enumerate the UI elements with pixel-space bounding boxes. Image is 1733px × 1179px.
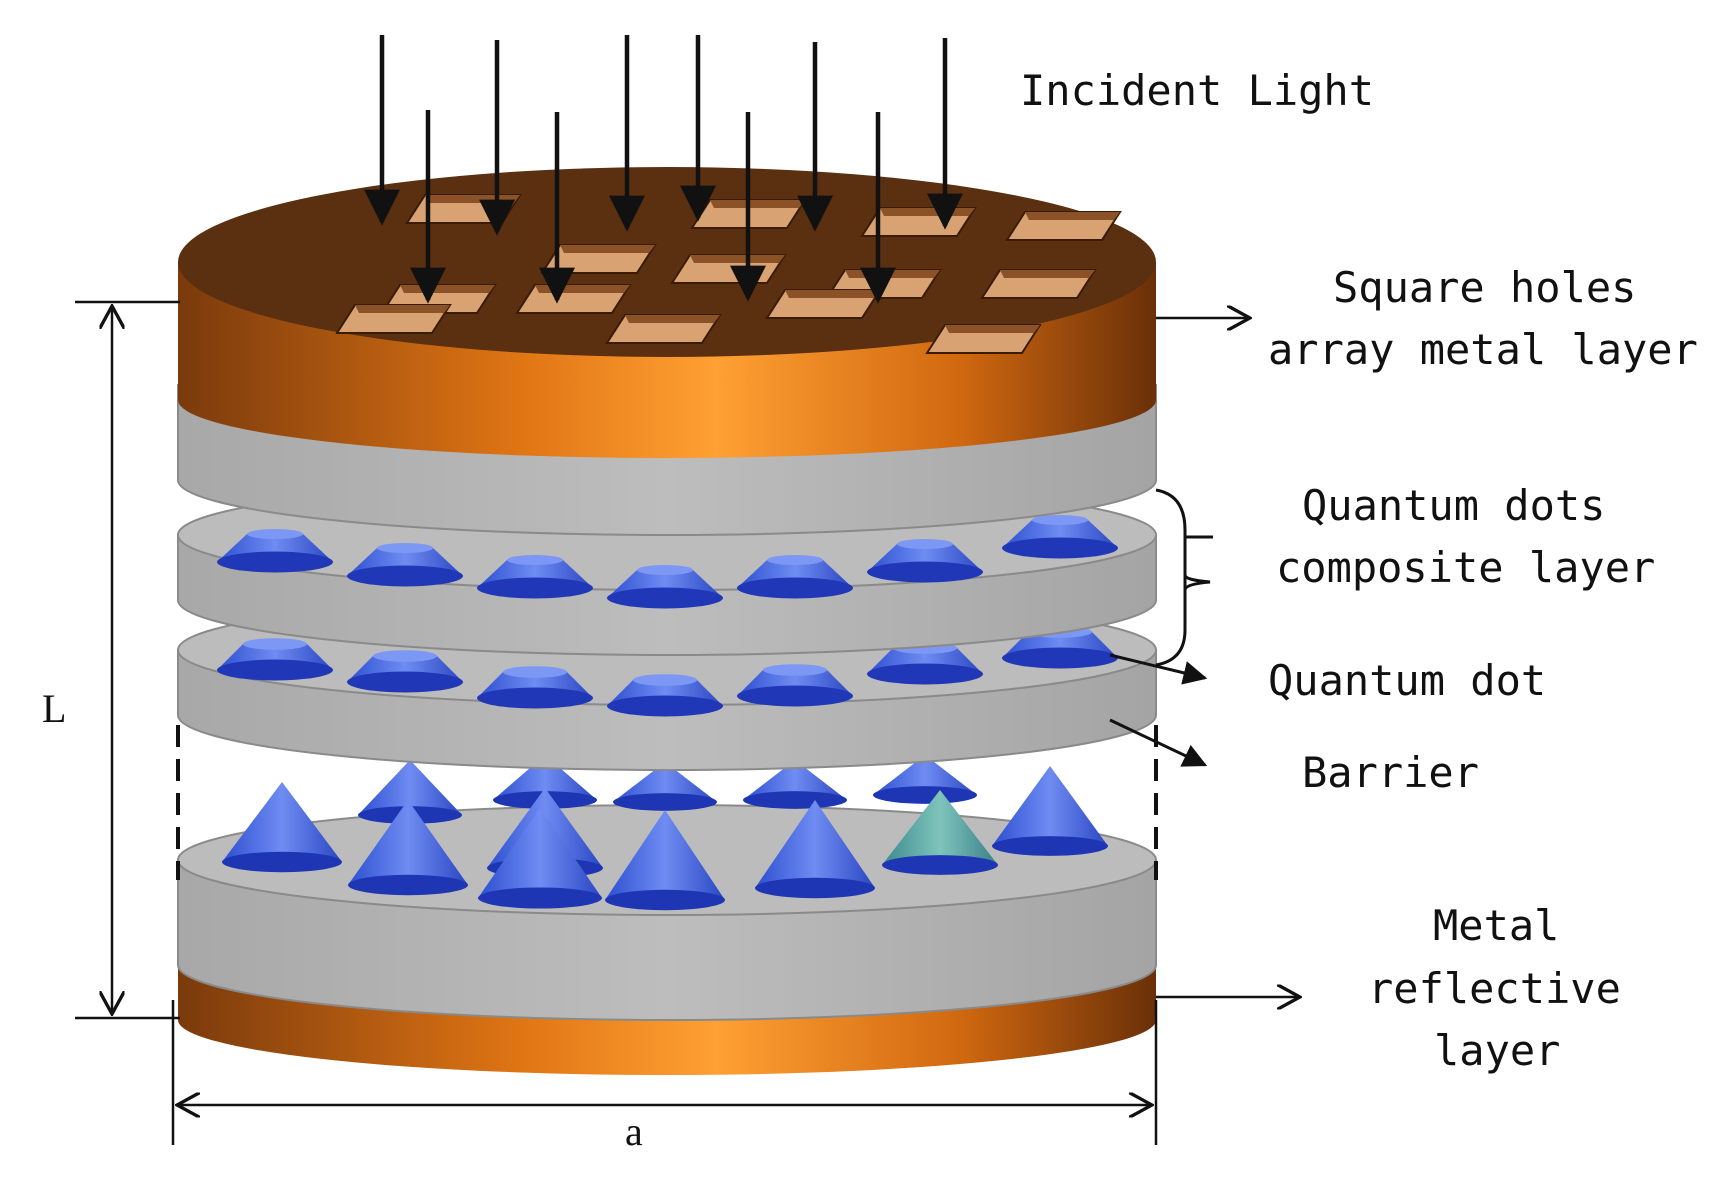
quantum-dot: [613, 762, 717, 811]
dimension-a: a: [171, 1000, 1158, 1154]
quantum-dot: [882, 790, 998, 875]
quantum-dot: [867, 642, 983, 685]
square-holes-array: [335, 194, 1122, 354]
quantum-dot: [347, 542, 463, 587]
qd-composite-label-1: Quantum dots: [1302, 481, 1605, 530]
metal-reflective-label-3: layer: [1434, 1026, 1560, 1075]
dim-L-label: L: [42, 686, 66, 731]
quantum-dot: [1002, 514, 1118, 559]
barrier-callout: [1109, 718, 1208, 767]
quantum-dot: [867, 538, 983, 583]
barrier-label: Barrier: [1302, 748, 1479, 797]
quantum-dot: [755, 800, 875, 899]
qd-composite-bracket: [1155, 488, 1211, 667]
quantum-dot: [217, 528, 333, 573]
quantum-dot: [743, 760, 847, 809]
quantum-dot: [605, 810, 725, 911]
metal-reflective-label-2: reflective: [1368, 964, 1621, 1013]
metal-reflective-label-1: Metal: [1433, 901, 1559, 950]
quantum-dot: [477, 554, 593, 599]
quantum-dot: [737, 664, 853, 707]
square-holes-label-1: Square holes: [1333, 263, 1636, 312]
quantum-dot: [478, 808, 602, 909]
qd-composite-label-2: composite layer: [1276, 543, 1655, 592]
square-holes-label-2: array metal layer: [1268, 325, 1698, 374]
quantum-dot: [217, 638, 333, 681]
quantum-dot: [607, 564, 723, 609]
quantum-dot: [737, 554, 853, 599]
square-holes-metal-layer: [178, 167, 1156, 458]
quantum-dot-label: Quantum dot: [1268, 656, 1546, 705]
dimension-L: L: [42, 300, 180, 1020]
quantum-dot: [992, 766, 1108, 856]
quantum-dot: [607, 674, 723, 717]
quantum-dot: [347, 650, 463, 693]
quantum-dot-callout: [1109, 653, 1208, 685]
incident-light-arrows: [364, 35, 963, 304]
bottom-quantum-dots: [222, 755, 1108, 911]
quantum-dot: [348, 800, 468, 896]
dim-a-label: a: [625, 1109, 643, 1154]
upper-quantum-dots: [217, 514, 1118, 609]
quantum-dot: [222, 782, 342, 873]
quantum-dot: [873, 755, 977, 804]
incident-light-label: Incident Light: [1020, 66, 1374, 115]
quantum-dot: [477, 666, 593, 709]
